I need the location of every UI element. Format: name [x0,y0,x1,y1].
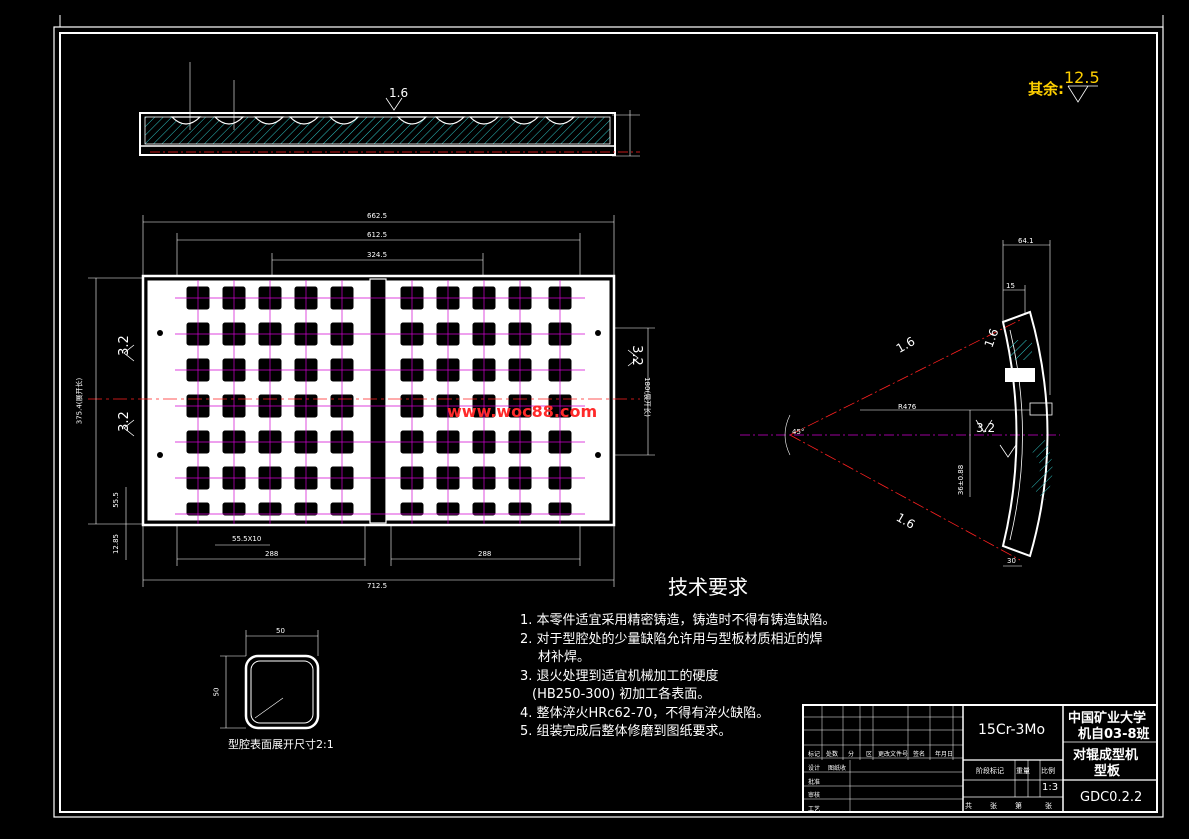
datum-a-right [588,378,606,396]
tb-sheet-label: 张 [1045,802,1052,810]
tb-scale-label: 比例 [1041,767,1055,775]
tech-requirements-list: 1. 本零件适宜采用精密铸造，铸造时不得有铸造缺陷。 2. 对于型腔处的少量缺陷… [520,612,836,742]
dim-angle: 45° [792,428,805,436]
tb-weight-label: 重量 [1016,767,1030,775]
tb-stage-label: 阶段标记 [976,767,1004,775]
tech-item: 3. 退火处理到适宜机械加工的硬度 [520,668,719,684]
roughness-symbols [123,85,1098,458]
dim-left-height: 375.4(展开长) [75,377,84,425]
detail-caption: 型腔表面展开尺寸2:1 [228,738,334,751]
surface-mark: 3.2 [976,421,996,435]
dim-bottom-right: 288 [478,550,492,558]
dim-side-30: 30 [1007,557,1016,565]
tb-material: 15Cr-3Mo [978,722,1046,738]
tb-hdr: 更改文件号 [878,751,909,758]
inner-frame [59,32,1158,813]
plan-view [88,274,640,527]
tb-school-line2: 机自03-8班 [1078,727,1150,742]
dim-side-15: 15 [1006,282,1015,290]
tech-item: 材补焊。 [538,650,591,665]
dim-right-height: 180(展开长) [642,377,651,417]
surface-mark: 1.6 [389,86,409,100]
dim-side-width: 64.1 [1018,237,1034,245]
tb-hdr: 分 [848,751,855,758]
tb-designer: 图纸收 [828,765,847,772]
tech-item: 4. 整体淬火HRc62-70，不得有淬火缺陷。 [520,705,770,721]
dim-bottom-total: 712.5 [367,582,388,590]
tb-part-line2: 型板 [1094,764,1121,779]
roughness-label: 其余: [1028,80,1064,98]
watermark: www.woc88.com [447,402,598,421]
tech-item: 5. 组装完成后整体修磨到图纸要求。 [520,724,732,739]
tb-row-label: 设计 [808,765,821,772]
roughness-value: 12.5 [1064,68,1100,87]
surface-mark: 3.2 [116,335,132,356]
tb-sheet-label: 张 [990,802,997,810]
title-block [802,704,1158,813]
detail-height: 50 [212,687,221,697]
dim-top-c: 324.5 [367,251,388,259]
dim-bottom-left: 288 [265,550,279,558]
tb-hdr: 签名 [913,751,926,758]
dim-left-small2: 12.85 [112,533,121,555]
side-view [740,310,1060,561]
outer-frame [53,26,1164,818]
tb-row-label: 批准 [808,779,821,786]
tech-requirements-title: 技术要求 [668,575,748,599]
tb-drawing-no: GDC0.2.2 [1080,790,1143,805]
surface-mark: 3.2 [628,345,644,366]
surface-mark: 3.2 [116,411,132,432]
dim-side-r: R476 [898,403,917,411]
tb-row-label: 工艺 [808,806,821,813]
datum-a-left [149,378,167,396]
tb-hdr: 标记 [808,751,821,758]
tech-item: 1. 本零件适宜采用精密铸造，铸造时不得有铸造缺陷。 [520,613,836,628]
detail-cavity [220,630,320,730]
dim-side-ch: 36±0.88 [957,464,966,496]
tech-item: (HB250-300) 初加工各表面。 [532,687,711,702]
tb-school-line1: 中国矿业大学 [1068,711,1147,726]
tb-hdr: 年月日 [935,751,954,758]
tb-scale: 1:3 [1042,782,1059,793]
tb-part-line1: 对辊成型机 [1073,748,1139,763]
tb-sheet-label: 第 [1015,802,1022,810]
tb-row-label: 审核 [808,792,821,799]
detail-width: 50 [276,627,285,635]
dim-pitch: 55.5X10 [232,535,262,543]
dim-left-small: 55.5 [111,492,120,508]
section-view-top [139,112,640,156]
datum-label: A [154,380,162,393]
tb-hdr: 处数 [826,751,839,758]
tb-sheet-label: 共 [965,802,972,810]
datum-label: A [593,380,601,393]
tb-hdr: 区 [866,751,873,758]
dim-top-a: 662.5 [367,212,388,220]
dim-top-b: 612.5 [367,231,388,239]
tech-item: 2. 对于型腔处的少量缺陷允许用与型板材质相近的焊 [520,631,823,647]
